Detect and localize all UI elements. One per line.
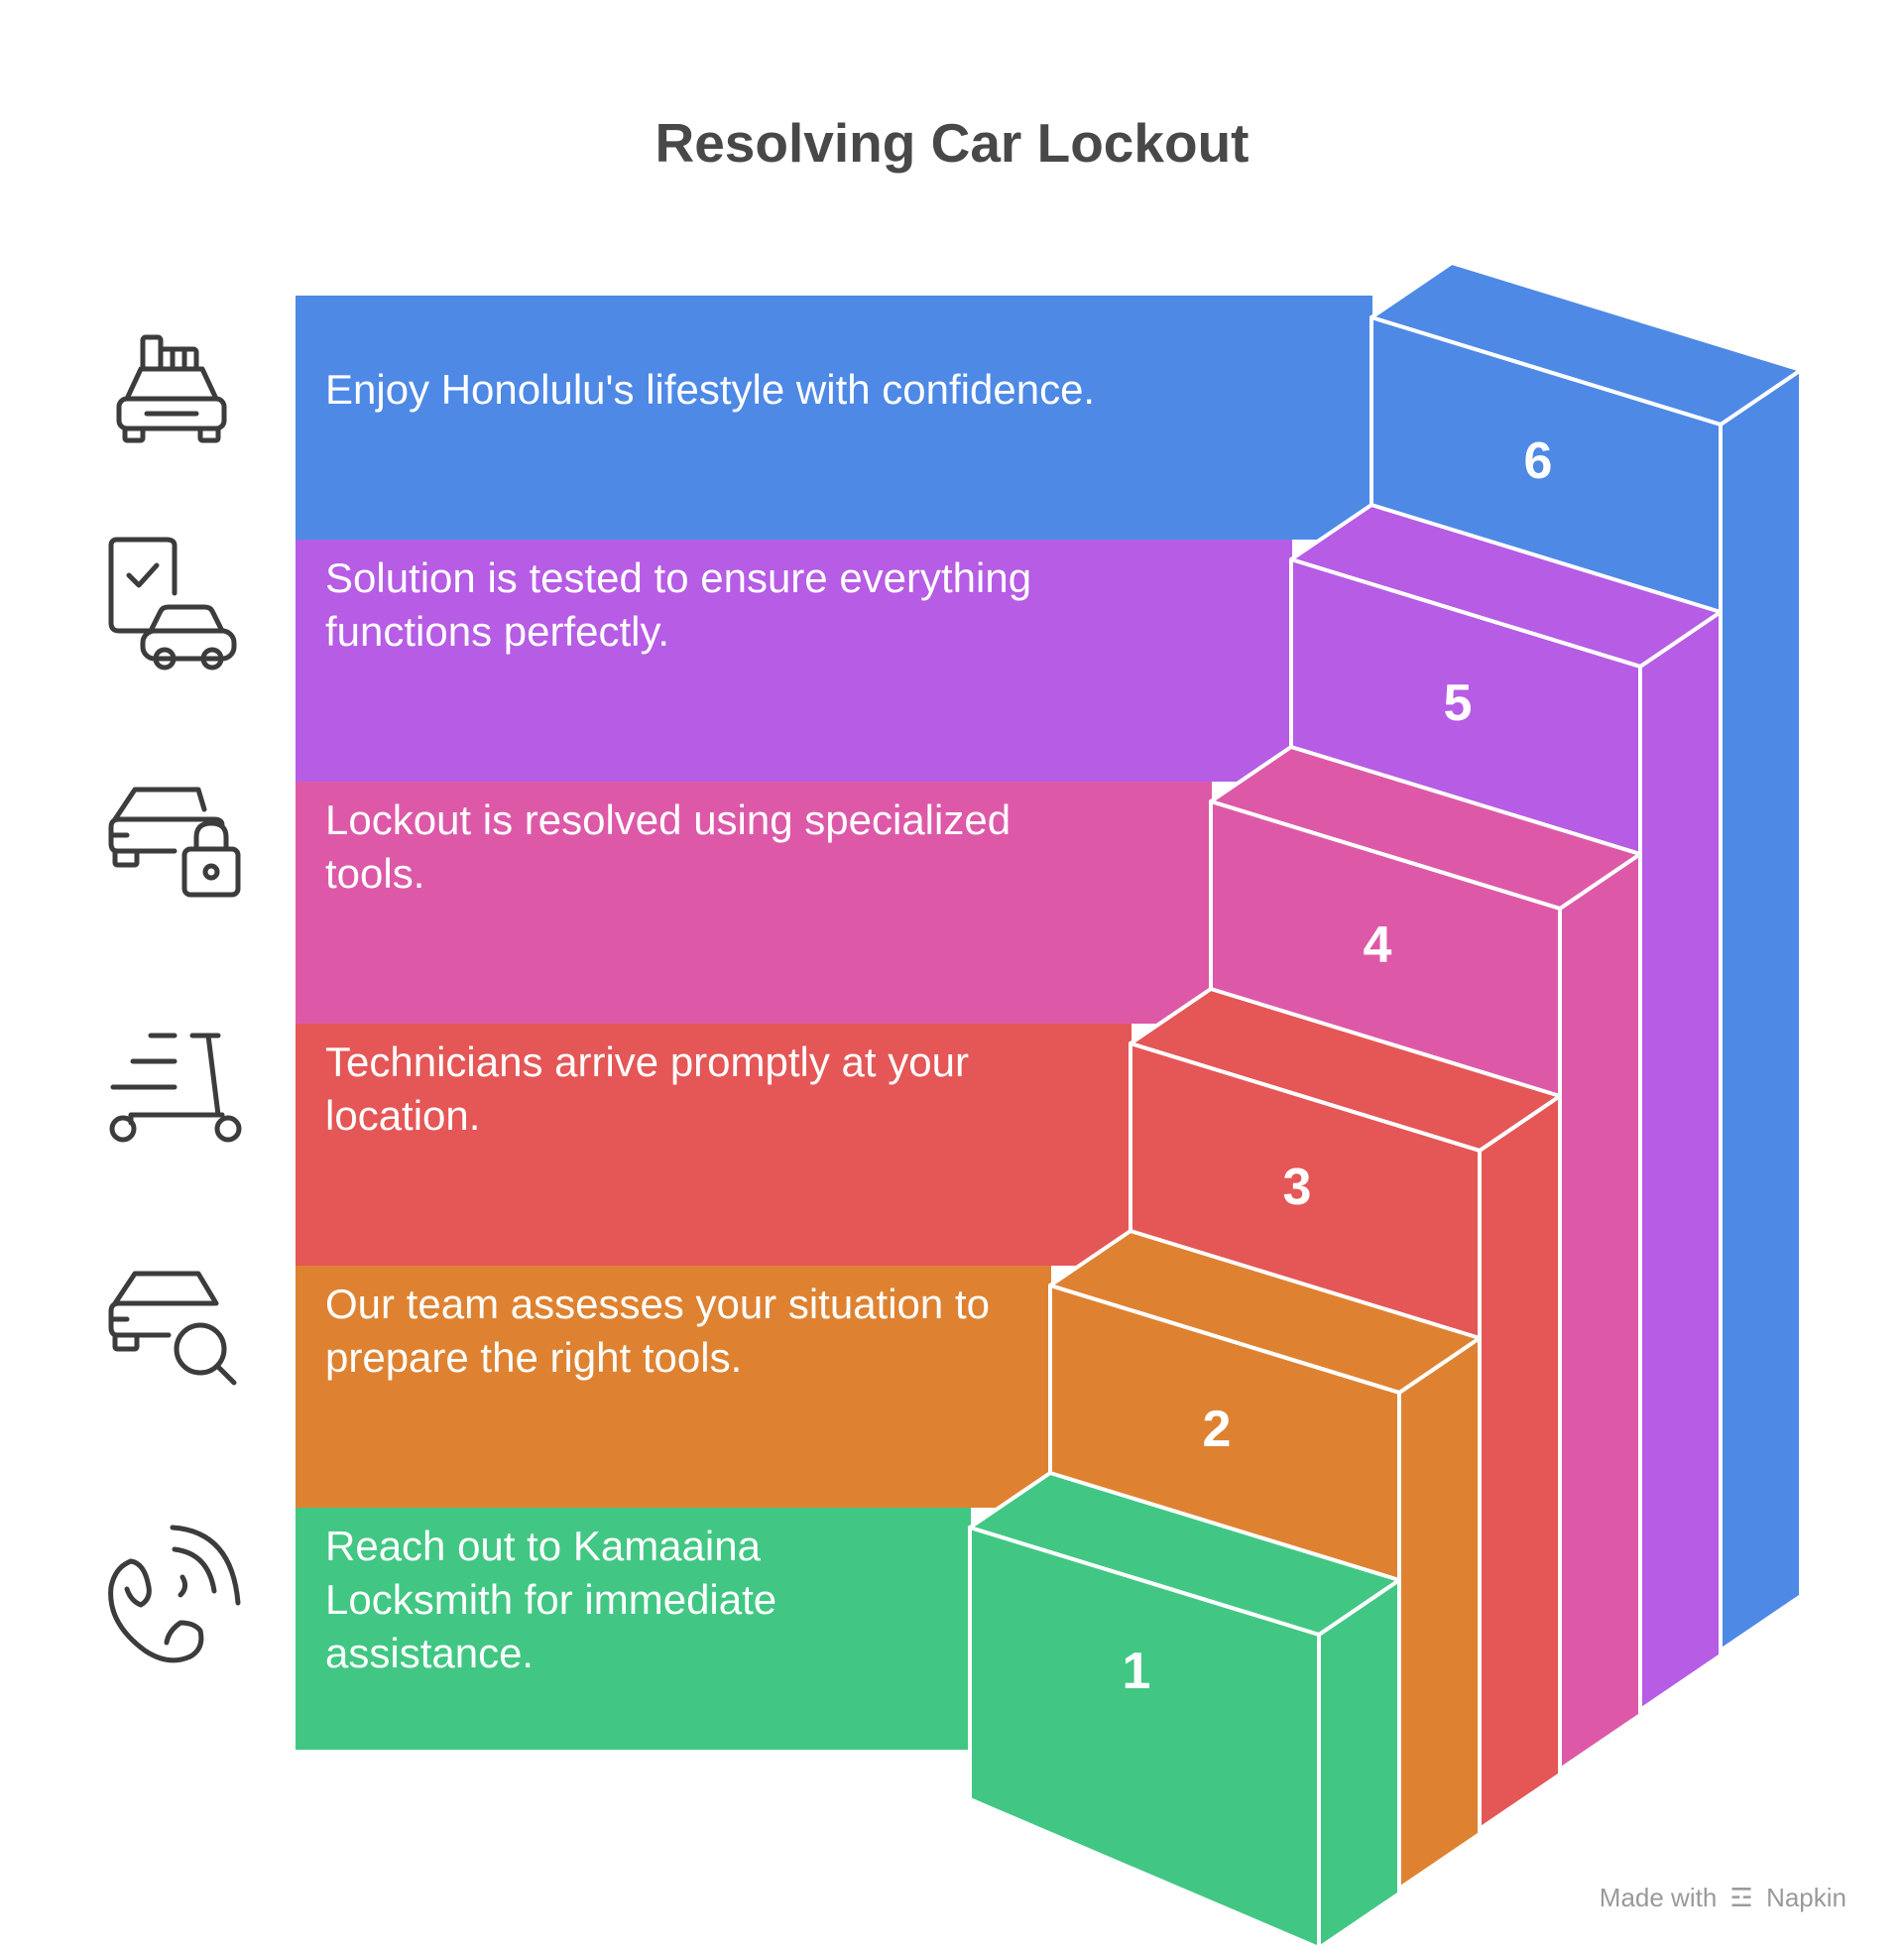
step-5-number: 5	[1444, 674, 1473, 732]
step-2-band	[296, 1266, 1051, 1508]
step-4-number: 4	[1364, 917, 1392, 974]
step-5-text: Solution is tested to ensure everything …	[325, 554, 1032, 655]
step-6-number: 6	[1524, 432, 1553, 490]
step-3-side-face	[1478, 1094, 1562, 1831]
step-5-side-face	[1638, 610, 1723, 1712]
phone-call-icon	[108, 1525, 241, 1663]
step-4-text: Lockout is resolved using specialized to…	[325, 796, 1012, 897]
step-4-side-face	[1558, 852, 1642, 1772]
step-2-side-face	[1397, 1336, 1482, 1891]
step-4-band	[296, 782, 1212, 1024]
step-3-band	[296, 1024, 1131, 1266]
step-1-side-face	[1317, 1578, 1401, 1950]
checklist-car-icon	[108, 537, 237, 671]
step-6-band	[296, 296, 1372, 540]
scooter-delivery-icon	[109, 1033, 242, 1143]
step-1-band	[296, 1508, 971, 1750]
step-6-side-face	[1719, 368, 1803, 1652]
page-title: Resolving Car Lockout	[654, 112, 1250, 174]
step-5-band	[296, 540, 1292, 782]
step-1-text: Reach out to Kamaaina Locksmith for imme…	[325, 1523, 777, 1676]
credit-prefix: Made with	[1599, 1883, 1718, 1912]
step-3-text: Technicians arrive promptly at your loca…	[325, 1039, 969, 1139]
napkin-logo-icon: ☲	[1729, 1883, 1753, 1912]
car-luggage-icon	[116, 334, 227, 443]
step-2-number: 2	[1203, 1401, 1232, 1458]
step-1-front-face	[968, 1526, 1321, 1950]
credit-brand: Napkin	[1766, 1883, 1846, 1912]
car-lock-icon	[108, 787, 241, 898]
step-2-text: Our team assesses your situation to prep…	[325, 1281, 990, 1381]
step-1-number: 1	[1123, 1643, 1151, 1700]
car-search-icon	[108, 1271, 237, 1386]
made-with-credit: Made with ☲ Napkin	[1600, 1883, 1846, 1913]
step-3-number: 3	[1283, 1159, 1312, 1216]
step-6-text: Enjoy Honolulu's lifestyle with confiden…	[325, 366, 1096, 413]
